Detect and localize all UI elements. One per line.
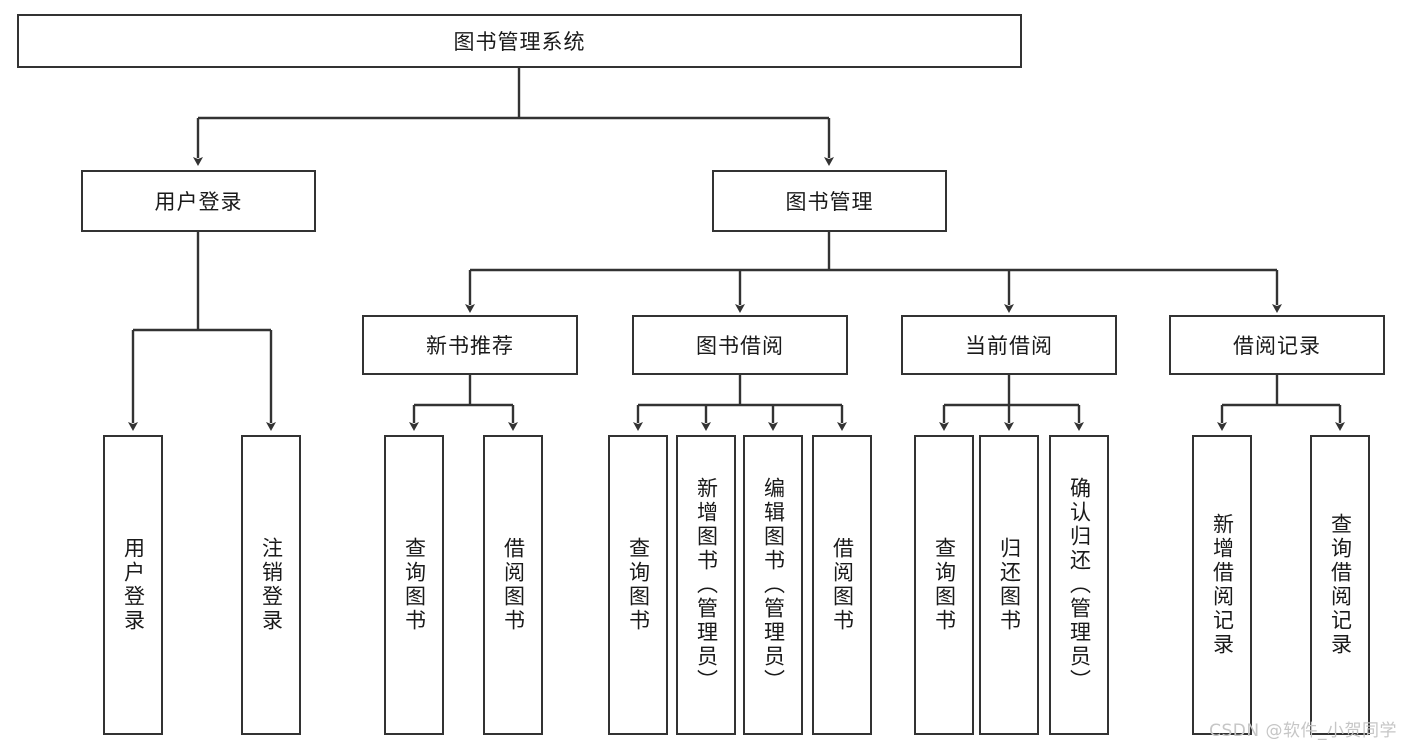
node-root[interactable]: 图书管理系统	[17, 14, 1022, 68]
leaf-label: 借阅图书	[501, 537, 526, 633]
leaf-record-query[interactable]: 查询借阅记录	[1310, 435, 1370, 735]
leaf-new-book-query[interactable]: 查询图书	[384, 435, 444, 735]
leaf-current-confirm-return[interactable]: 确认归还（管理员）	[1049, 435, 1109, 735]
node-new-book-recommend[interactable]: 新书推荐	[362, 315, 578, 375]
leaf-record-add[interactable]: 新增借阅记录	[1192, 435, 1252, 735]
leaf-borrow-edit-book[interactable]: 编辑图书（管理员）	[743, 435, 803, 735]
node-borrow-record-label: 借阅记录	[1233, 334, 1321, 358]
node-book-management-label: 图书管理	[785, 190, 874, 214]
node-book-borrow-label: 图书借阅	[696, 334, 784, 358]
leaf-current-query-book[interactable]: 查询图书	[914, 435, 974, 735]
leaf-label: 注销登录	[259, 537, 284, 633]
leaf-user-login-logout[interactable]: 注销登录	[241, 435, 301, 735]
leaf-label: 编辑图书（管理员）	[761, 477, 786, 693]
leaf-label: 用户登录	[121, 537, 146, 633]
node-book-borrow[interactable]: 图书借阅	[632, 315, 848, 375]
leaf-borrow-borrow-book[interactable]: 借阅图书	[812, 435, 872, 735]
node-borrow-record[interactable]: 借阅记录	[1169, 315, 1385, 375]
node-user-login[interactable]: 用户登录	[81, 170, 316, 232]
leaf-label: 查询图书	[932, 537, 957, 633]
leaf-label: 新增借阅记录	[1210, 513, 1235, 657]
node-user-login-label: 用户登录	[154, 190, 243, 214]
leaf-label: 查询图书	[626, 537, 651, 633]
leaf-user-login-login[interactable]: 用户登录	[103, 435, 163, 735]
node-root-label: 图书管理系统	[453, 30, 586, 54]
leaf-borrow-add-book[interactable]: 新增图书（管理员）	[676, 435, 736, 735]
leaf-current-return-book[interactable]: 归还图书	[979, 435, 1039, 735]
node-current-borrow-label: 当前借阅	[965, 334, 1053, 358]
leaf-new-book-borrow[interactable]: 借阅图书	[483, 435, 543, 735]
leaf-label: 借阅图书	[830, 537, 855, 633]
leaf-label: 归还图书	[997, 537, 1022, 633]
node-book-management[interactable]: 图书管理	[712, 170, 947, 232]
node-new-book-recommend-label: 新书推荐	[426, 334, 514, 358]
leaf-label: 新增图书（管理员）	[694, 477, 719, 693]
leaf-label: 查询图书	[402, 537, 427, 633]
leaf-label: 确认归还（管理员）	[1067, 477, 1092, 693]
leaf-borrow-query-book[interactable]: 查询图书	[608, 435, 668, 735]
node-current-borrow[interactable]: 当前借阅	[901, 315, 1117, 375]
leaf-label: 查询借阅记录	[1328, 513, 1353, 657]
